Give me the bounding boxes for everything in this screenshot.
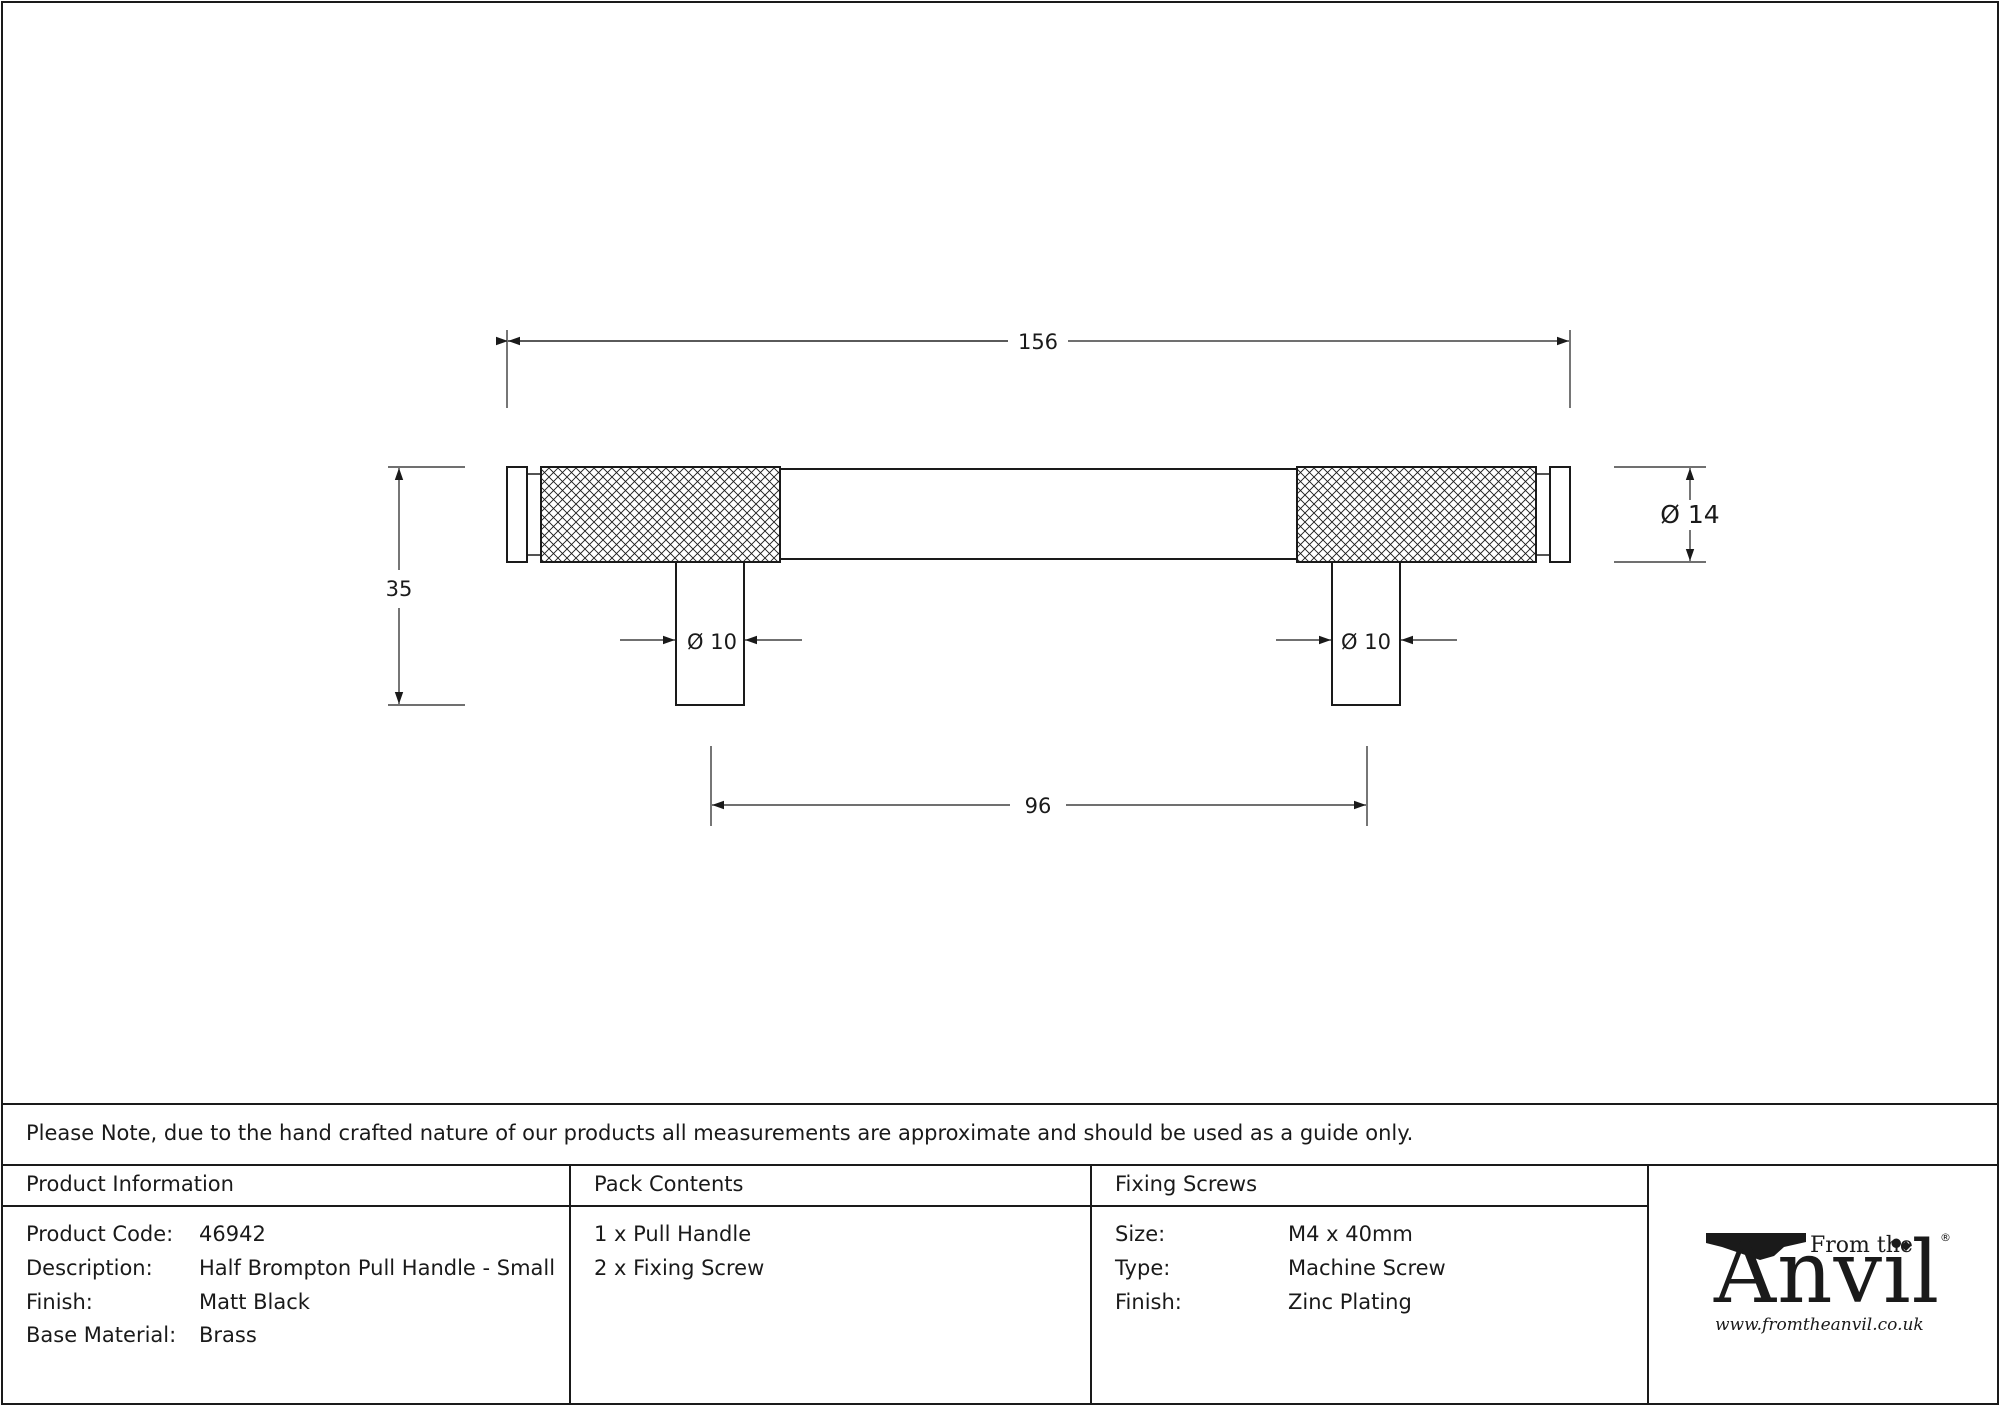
finish-label: Finish: (26, 1290, 93, 1314)
right-end-ring (1535, 473, 1551, 556)
dimension-overall-length: 156 (496, 330, 1571, 408)
finish-value: Matt Black (199, 1290, 310, 1314)
title-block-grid (2, 1103, 1998, 1404)
pack-contents-header: Pack Contents (594, 1172, 744, 1196)
screw-size-label: Size: (1115, 1222, 1166, 1246)
product-code-value: 46942 (199, 1222, 266, 1246)
left-end-ring (526, 473, 542, 556)
screw-finish-value: Zinc Plating (1288, 1290, 1412, 1314)
logo-url: www.fromtheanvil.co.uk (1715, 1315, 1924, 1335)
base-material-label: Base Material: (26, 1323, 177, 1347)
product-code-label: Product Code: (26, 1222, 174, 1246)
handle-drawing (506, 466, 1571, 706)
right-knurled-grip (1296, 466, 1537, 563)
dim-centres-label: 96 (1025, 794, 1052, 818)
logo-small-text: From the (1810, 1233, 1913, 1258)
base-material-value: Brass (199, 1323, 257, 1347)
dimension-bar-diameter: Ø 14 (1614, 466, 1720, 563)
dim-overall-length-label: 156 (1018, 330, 1058, 354)
pack-item: 1 x Pull Handle (594, 1222, 752, 1246)
screw-type-label: Type: (1115, 1256, 1171, 1280)
central-bar (779, 468, 1298, 560)
screw-type-value: Machine Screw (1288, 1256, 1446, 1280)
measurement-note: Please Note, due to the hand crafted nat… (26, 1121, 1414, 1145)
dim-right-post-label: Ø 10 (1341, 630, 1391, 654)
right-post (1331, 561, 1401, 706)
dimension-left-post-diameter: Ø 10 (620, 630, 802, 654)
dim-bar-diameter-label: Ø 14 (1660, 500, 1719, 529)
dimension-height: 35 (386, 466, 465, 706)
dimension-centres: 96 (710, 746, 1368, 826)
left-post (675, 561, 745, 706)
left-knurled-grip (540, 466, 781, 563)
screw-finish-label: Finish: (1115, 1290, 1182, 1314)
screw-size-value: M4 x 40mm (1288, 1222, 1413, 1246)
diamond-icon (1901, 1241, 1911, 1251)
left-end-cap (506, 466, 528, 563)
description-label: Description: (26, 1256, 153, 1280)
logo-brand-text: Anvil (1714, 1223, 1941, 1323)
pack-item: 2 x Fixing Screw (594, 1256, 765, 1280)
dim-height-label: 35 (386, 577, 413, 601)
dim-left-post-label: Ø 10 (687, 630, 737, 654)
product-information-header: Product Information (26, 1172, 234, 1196)
fixing-screws-header: Fixing Screws (1115, 1172, 1258, 1196)
description-value: Half Brompton Pull Handle - Small (199, 1256, 556, 1280)
anvil-icon (1706, 1233, 1806, 1260)
registered-mark: ® (1940, 1231, 1951, 1244)
right-end-cap (1549, 466, 1571, 563)
dimension-right-post-diameter: Ø 10 (1276, 630, 1457, 654)
